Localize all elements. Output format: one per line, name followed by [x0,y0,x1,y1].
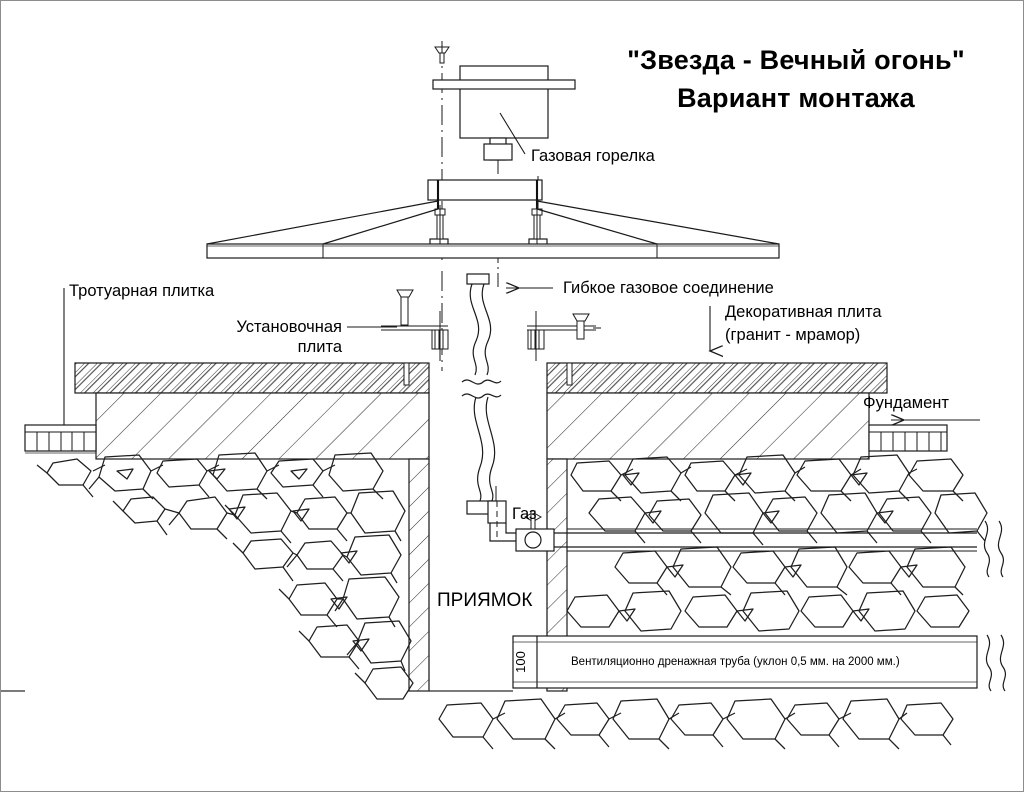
label-decorative-slab-line1: Декоративная плита [725,303,882,321]
rubble-fill-right [566,454,988,632]
label-foundation: Фундамент [863,394,949,412]
anchor-bolt-right [527,311,601,361]
dimension-100: 100 [513,651,528,673]
star-monument-base [206,179,780,259]
label-decorative-slab-line2: (гранит - мрамор) [725,326,860,344]
label-gas: Газ [512,505,537,523]
label-gas-burner: Газовая горелка [531,147,656,165]
paving-tile-callout [63,288,77,434]
anchor-bolt-left [381,289,449,361]
gas-burner-assembly [432,46,576,161]
foundation-right [546,362,948,692]
gas-burner-leader [499,112,526,155]
paving-tiles-left [24,424,97,452]
label-pit: ПРИЯМОК [437,590,532,611]
rubble-fill-left [25,452,414,700]
foundation-left [24,362,430,692]
title-line-1: "Звезда - Вечный огонь" [627,45,965,75]
label-flexible-gas-connection: Гибкое газовое соединение [563,279,774,297]
gas-pipe-assembly [487,486,1005,578]
label-mounting-plate-line2: плита [298,338,343,356]
rubble-fill-bottom [438,698,954,750]
paving-tiles-right [868,424,948,452]
label-mounting-plate-line1: Установочная [236,318,342,336]
vent-drain-pipe [512,634,1007,692]
flexible-gas-hose [461,273,502,515]
label-vent-drain-pipe: Вентиляционно дренажная труба (уклон 0,5… [571,656,900,668]
title-line-2: Вариант монтажа [677,83,916,113]
label-paving-tile: Тротуарная плитка [69,282,215,300]
